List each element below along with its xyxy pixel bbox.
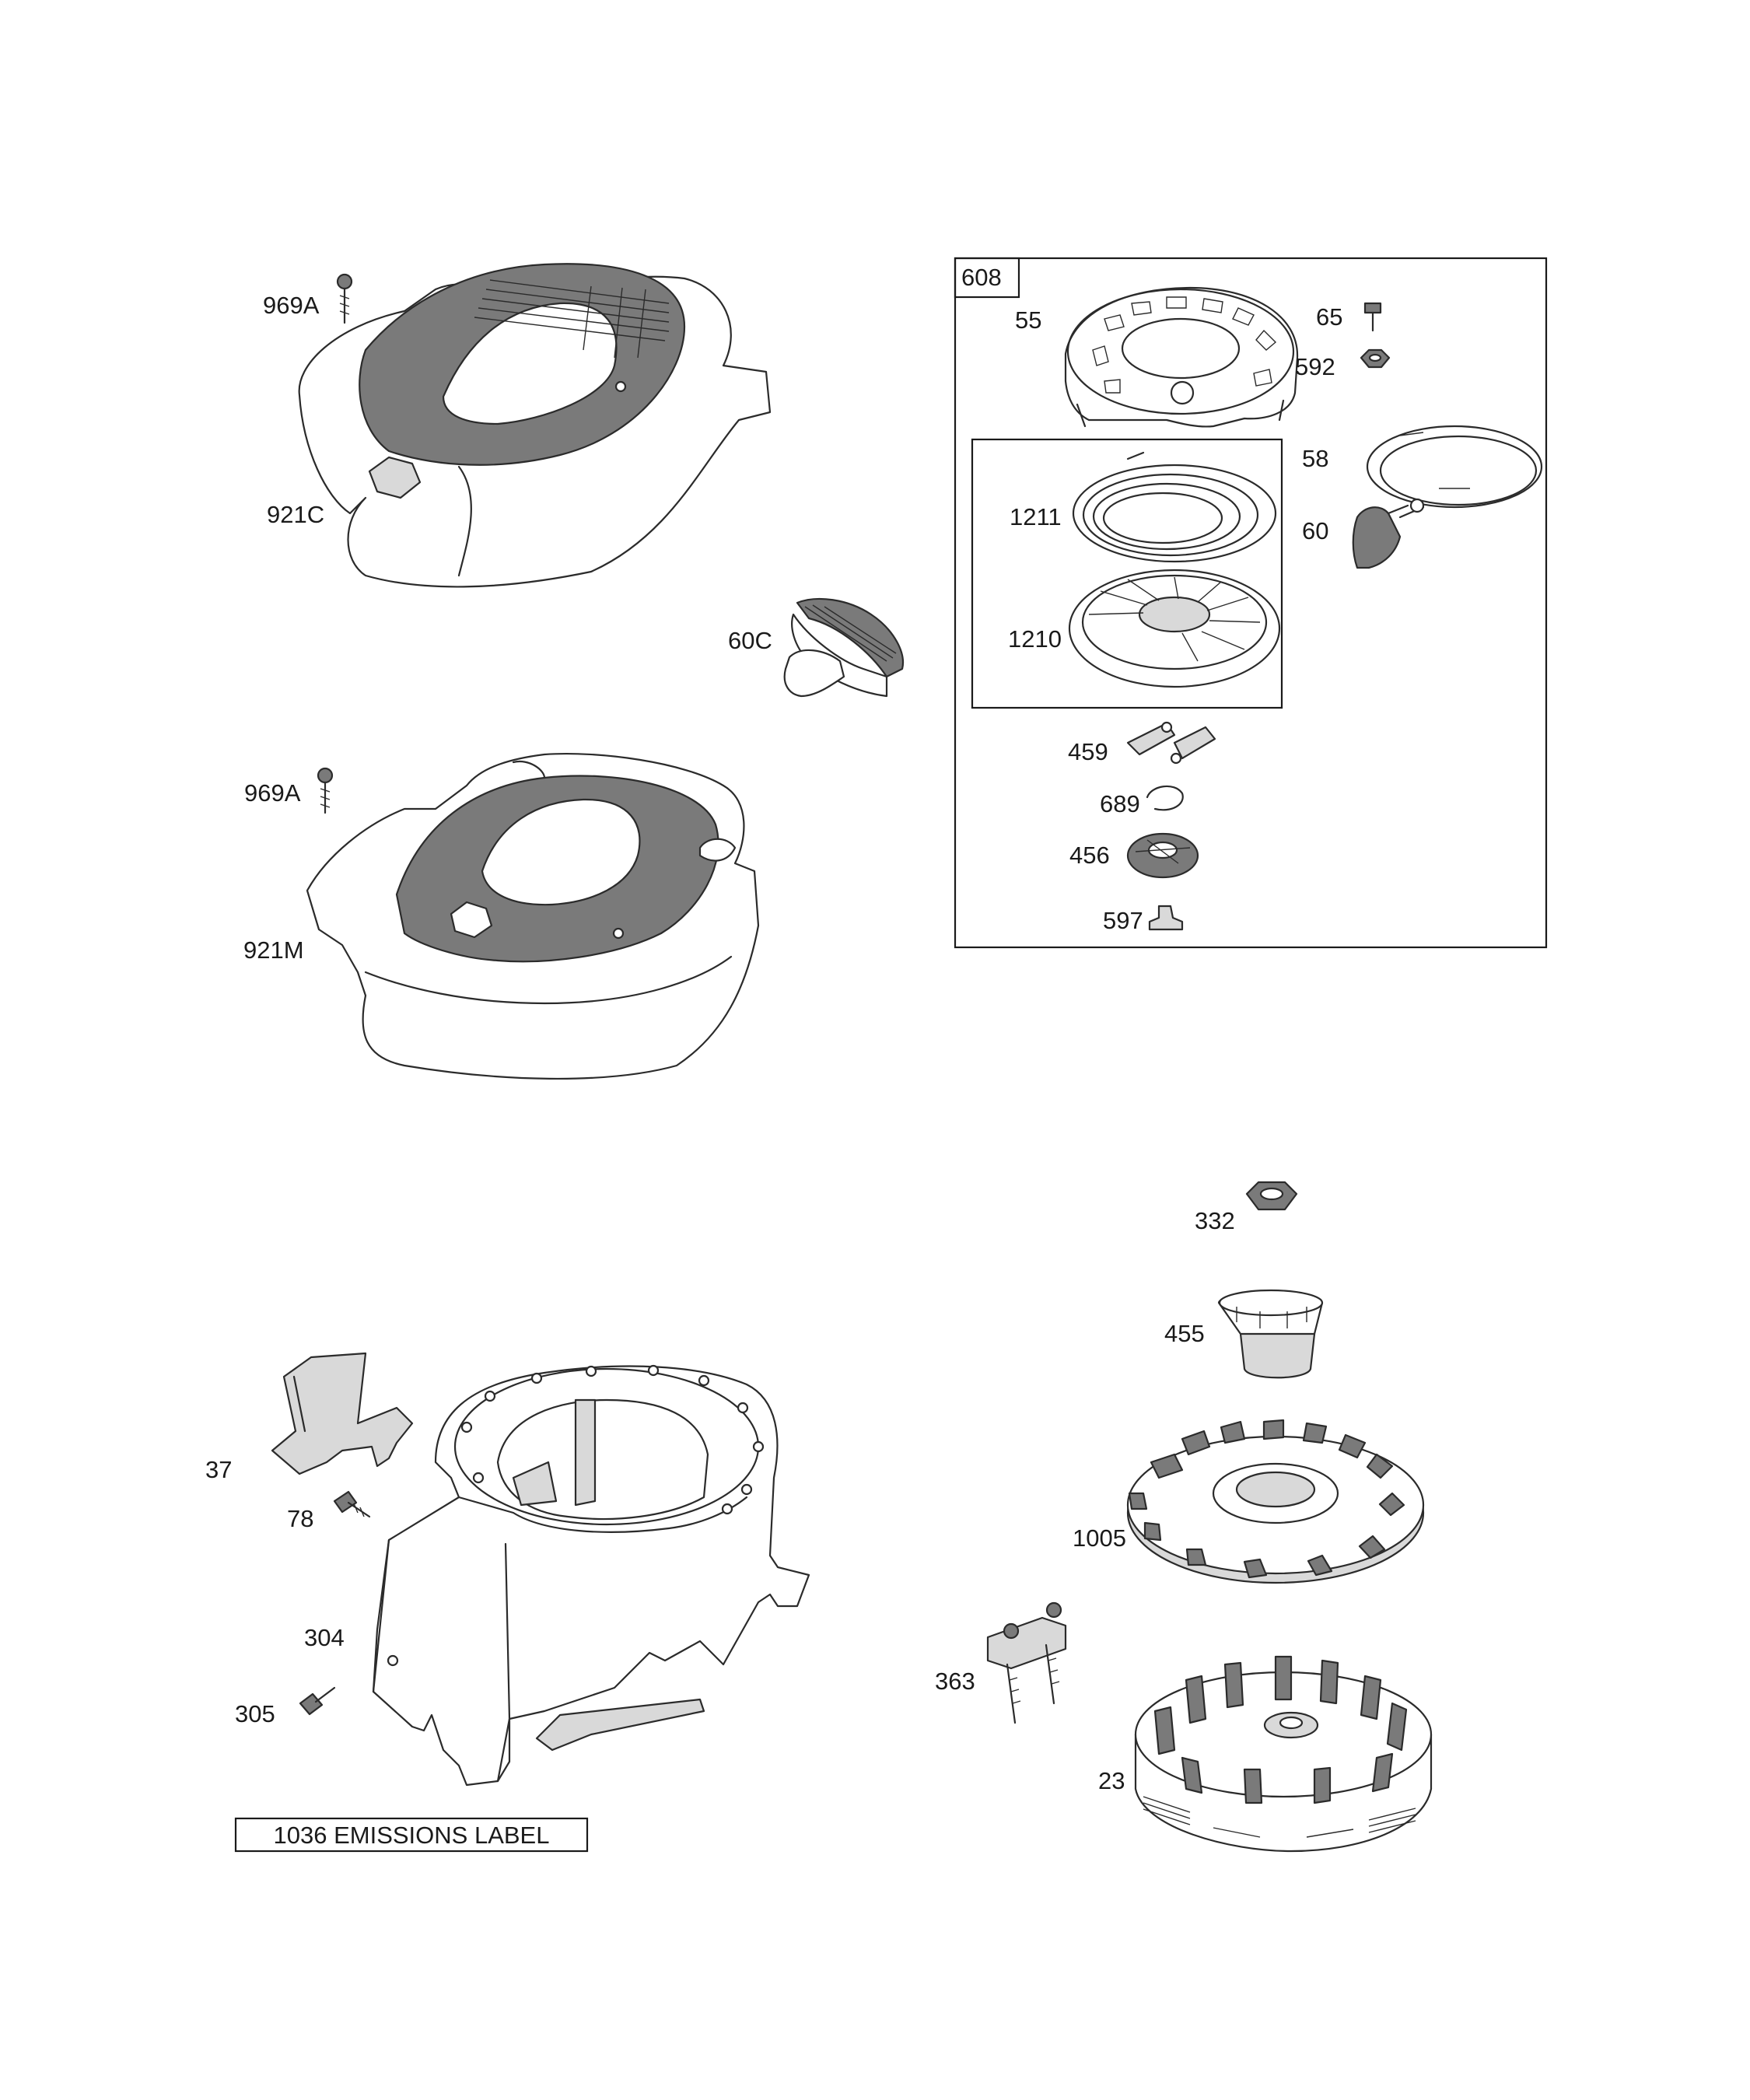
callout-689: 689 [1100,790,1140,817]
callout-592: 592 [1295,353,1335,380]
callout-969a-top: 969A [263,292,320,319]
flywheel-23 [1134,1655,1433,1853]
starter-housing-55 [1064,286,1299,428]
callout-65: 65 [1316,303,1342,331]
callout-60: 60 [1302,517,1328,544]
rope-58 [1366,425,1543,509]
screw-78 [333,1490,371,1518]
retainer-456 [1126,832,1199,879]
kit-box-label: 608 [961,264,1002,291]
screw-969a-bottom [317,767,334,814]
callout-363: 363 [935,1668,975,1695]
emissions-label-text: 1036 EMISSIONS LABEL [274,1822,550,1849]
callout-55: 55 [1015,306,1041,334]
callout-58: 58 [1302,445,1328,472]
callout-78: 78 [287,1505,313,1532]
callout-456: 456 [1069,842,1110,869]
fan-1005 [1126,1419,1425,1584]
callout-332: 332 [1195,1207,1235,1234]
pulley-1210 [1068,569,1281,688]
blower-housing-304 [372,1364,810,1787]
recoil-spring-1211 [1072,451,1277,563]
callout-37: 37 [205,1456,232,1483]
callout-921m: 921M [243,936,304,964]
callout-1005: 1005 [1073,1524,1126,1552]
callout-455: 455 [1164,1320,1205,1347]
callout-labels: 969A 921C 60C 969A 921M 608 55 65 592 58… [205,264,1342,1849]
callout-23: 23 [1098,1767,1125,1794]
rope-handle-60 [1352,498,1425,569]
air-guide-37 [271,1352,414,1475]
blower-cover-921m [306,752,760,1080]
nut-332 [1245,1181,1298,1211]
callout-1210: 1210 [1008,625,1062,653]
callout-1211: 1211 [1010,503,1062,530]
callout-969a-bottom: 969A [244,779,301,807]
pawl-459 [1126,721,1216,765]
retainer-ring-689 [1146,785,1184,811]
callout-921c: 921C [267,501,324,528]
callout-597: 597 [1103,907,1143,934]
screw-305 [299,1686,336,1716]
rewind-starter-kit-box [954,257,1548,949]
nut-592 [1360,348,1391,369]
armature-363 [986,1601,1067,1724]
callout-60c: 60C [728,627,772,654]
starter-cup-455 [1217,1289,1324,1379]
blower-cover-921c [298,263,772,588]
screw-597 [1148,905,1184,931]
screw-65 [1363,302,1382,332]
callout-459: 459 [1068,738,1108,765]
screw-969a-top [336,273,353,324]
rope-handle-60c [783,597,905,698]
callout-304: 304 [304,1624,345,1651]
emissions-label-box [234,1817,589,1853]
callout-305: 305 [235,1700,275,1727]
